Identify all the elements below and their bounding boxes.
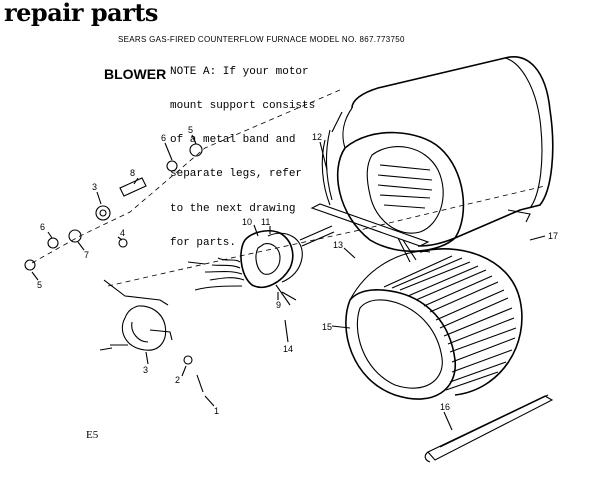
note-line: for parts. (170, 236, 237, 249)
callout-3: 3 (143, 365, 148, 375)
callout-numbers: 12 6 5 8 3 6 4 7 5 10 11 9 13 17 15 14 3… (37, 125, 558, 416)
callout-16: 16 (440, 402, 450, 412)
note-line: separate legs, refer (170, 168, 303, 181)
callout-10: 10 (242, 217, 252, 227)
callout-14: 14 (283, 344, 293, 354)
blower-housing (321, 56, 554, 252)
shaft-hardware (24, 143, 204, 393)
callout-11: 11 (261, 217, 270, 227)
wheel-blades (383, 255, 517, 391)
callout-13: 13 (333, 240, 343, 250)
callout-2: 2 (175, 375, 180, 385)
callout-17: 17 (548, 231, 558, 241)
callout-4: 4 (120, 228, 125, 238)
blower-wheel (345, 248, 523, 400)
note-a: NOTE A: If your motor mount support cons… (170, 44, 315, 272)
cutoff-plate (424, 394, 554, 463)
assembly-label: BLOWER (104, 66, 167, 82)
callout-5: 5 (188, 125, 193, 135)
leader-lines (31, 134, 546, 431)
callout-12: 12 (312, 132, 322, 142)
callout-8: 8 (130, 168, 135, 178)
callout-3: 3 (92, 182, 97, 192)
callout-1: 1 (214, 406, 219, 416)
callout-9: 9 (276, 300, 281, 310)
callout-7: 7 (84, 250, 89, 260)
axis-line-upper (31, 89, 341, 264)
mounting-rail (310, 203, 531, 263)
axis-line-lower (107, 185, 546, 287)
note-line: of a metal band and (170, 134, 296, 147)
callout-6: 6 (40, 222, 45, 232)
note-line: to the next drawing (170, 202, 296, 215)
callout-5: 5 (37, 280, 42, 290)
note-line: mount support consists (170, 100, 316, 113)
blower-motor (187, 225, 335, 306)
model-subtitle: SEARS GAS-FIRED COUNTERFLOW FURNACE MODE… (118, 35, 405, 44)
note-line: NOTE A: If your motor (170, 65, 309, 78)
page-code: E5 (86, 429, 99, 441)
callout-15: 15 (322, 322, 332, 332)
page-title: repair parts (4, 0, 158, 27)
motor-mount (99, 279, 173, 351)
callout-6: 6 (161, 133, 166, 143)
